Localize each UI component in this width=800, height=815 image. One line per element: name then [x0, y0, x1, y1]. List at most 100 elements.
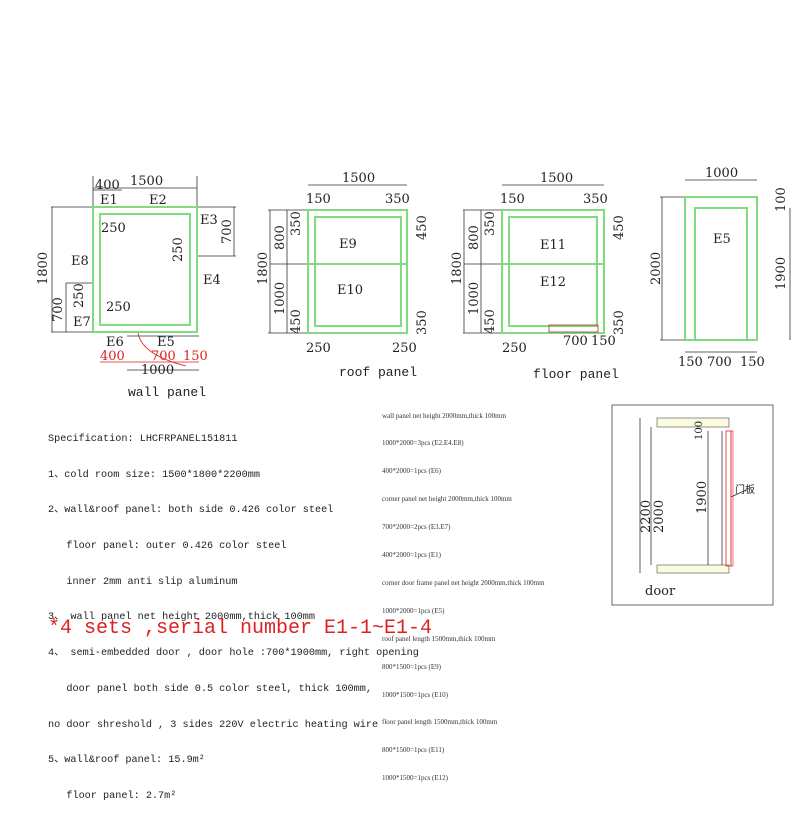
spec-line: 4、 semi-embedded door , door hole :700*1… — [48, 648, 419, 660]
door-leaf — [725, 430, 732, 567]
panel-list-line: roof panel length 1500mm,thick 100mm — [382, 634, 496, 643]
panel-list-line: wall panel net height 2000mm,thick 100mm — [382, 411, 507, 420]
roof-dim-bottom-right: 250 — [392, 341, 417, 356]
door-dim-total: 2200 — [639, 500, 654, 533]
roof-dim-left: 150 — [306, 192, 331, 207]
e5-dim-left: 150 — [678, 355, 703, 370]
panel-list-line: 800*1500=1pcs (E11) — [382, 746, 445, 755]
spec-line: no door shreshold , 3 sides 220V electri… — [48, 719, 379, 731]
floor-panel-caption: floor panel — [533, 367, 619, 382]
label-e4: E4 — [203, 273, 221, 288]
floor-dim-right-top: 450 — [612, 215, 627, 240]
door-dim-top: 100 — [694, 421, 705, 440]
floor-dim-top: 800 — [467, 225, 482, 250]
label-e9: E9 — [339, 237, 357, 252]
label-e3: E3 — [200, 213, 218, 228]
spec-line: door panel both side 0.5 color steel, th… — [48, 683, 373, 695]
floor-dim-right: 350 — [583, 192, 608, 207]
spec-line: floor panel: 2.7m² — [48, 791, 177, 802]
dim-door-left: 400 — [100, 349, 125, 364]
floor-door-hatch — [548, 324, 599, 333]
spec-line: 3、 wall panel net height 2000mm,thick 10… — [48, 612, 315, 624]
spec-line: inner 2mm anti slip aluminum — [48, 576, 238, 588]
dim-e1: 400 — [95, 178, 120, 193]
label-e12: E12 — [540, 275, 566, 290]
panel-list-line: 700*2000=2pcs (E3.E7) — [382, 523, 451, 532]
e5-dim-height: 2000 — [649, 252, 664, 285]
panel-list-line: 1000*1500=1pcs (E10) — [382, 690, 448, 699]
panel-list-line: 1000*2000=3pcs (E2.E4.E8) — [382, 439, 464, 448]
panel-list-line: 1000*1500=1pcs (E12) — [382, 774, 448, 783]
panel-list-line: 400*2000=1pcs (E6) — [382, 467, 441, 476]
specification-notes: Specification: LHCFRPANEL151811 1、cold r… — [48, 410, 419, 815]
panel-list-line: 400*2000=1pcs (E1) — [382, 551, 441, 560]
label-e11: E11 — [540, 238, 566, 253]
door-section: 2200 2000 1900 100 门板 door — [611, 404, 774, 606]
dim-gap-top: 250 — [101, 221, 126, 236]
e5-dim-top: 100 — [774, 187, 789, 212]
label-e1: E1 — [100, 193, 118, 208]
dim-door-right: 150 — [183, 349, 208, 364]
panel-list-line: 800*1500=1pcs (E9) — [382, 662, 441, 671]
door-panel-label: 门板 — [735, 483, 755, 496]
roof-dim-left-bottom: 450 — [289, 309, 304, 334]
panel-list-line: corner panel net height 2000mm,thick 100… — [382, 495, 512, 504]
label-e2: E2 — [149, 193, 167, 208]
label-e5-panel: E5 — [713, 232, 731, 247]
floor-dim-door-right: 150 — [591, 334, 616, 349]
floor-dim-bottom-left: 250 — [502, 341, 527, 356]
roof-dim-right-top: 450 — [415, 215, 430, 240]
door-dim-net: 2000 — [652, 500, 667, 533]
label-e7: E7 — [73, 315, 91, 330]
door-frame-panel: 1000 E5 2000 100 1900 150 700 150 — [649, 166, 791, 370]
dim-width: 1500 — [130, 174, 163, 189]
dim-gap-left: 250 — [72, 283, 87, 308]
roof-dim-top: 800 — [273, 225, 288, 250]
label-e5: E5 — [157, 335, 175, 350]
floor-dim-door: 700 — [563, 334, 588, 349]
label-e6: E6 — [106, 335, 124, 350]
spec-line: 5、wall&roof panel: 15.9m² — [48, 755, 205, 767]
dim-door-total: 1000 — [141, 363, 174, 378]
dim-e3: 700 — [220, 219, 235, 244]
floor-panel-plan: 1500 150 350 E11 E12 1800 800 1000 350 4… — [450, 171, 627, 382]
dim-door-hole: 700 — [151, 349, 176, 364]
spec-line: Specification: LHCFRPANEL151811 — [48, 433, 238, 445]
spec-line: floor panel: outer 0.426 color steel — [48, 540, 287, 552]
spec-line: 2、wall&roof panel: both side 0.426 color… — [48, 505, 334, 517]
door-caption: door — [645, 584, 676, 599]
wall-panel-caption: wall panel — [128, 385, 206, 400]
spec-line: 1、cold room size: 1500*1800*2200mm — [48, 469, 260, 481]
e5-dim-inner: 1900 — [774, 257, 789, 290]
wall-inner-outline — [99, 213, 191, 326]
e5-dim-width: 1000 — [705, 166, 738, 181]
sets-note: *4 sets ,serial number E1-1~E1-4 — [48, 617, 433, 640]
roof-dim-left-top: 350 — [289, 211, 304, 236]
roof-dim-right-bottom: 350 — [415, 310, 430, 335]
label-e10: E10 — [337, 283, 363, 298]
dim-gap-bottom: 250 — [106, 300, 131, 315]
floor-dim-left: 150 — [500, 192, 525, 207]
dim-height: 1800 — [36, 252, 51, 285]
roof-dim-height: 1800 — [256, 252, 271, 285]
panel-list-line: floor panel length 1500mm,thick 100mm — [382, 718, 498, 727]
e5-dim-door: 700 — [707, 355, 732, 370]
panel-list-line: corner door frame panel net height 2000m… — [382, 578, 545, 587]
e5-dim-right: 150 — [740, 355, 765, 370]
dim-e7: 700 — [51, 297, 66, 322]
roof-panel-caption: roof panel — [339, 365, 417, 380]
label-e8: E8 — [71, 254, 89, 269]
door-dim-hole: 1900 — [695, 481, 710, 514]
floor-dim-bottom: 1000 — [467, 282, 482, 315]
floor-dim-right-bottom: 350 — [612, 310, 627, 335]
floor-dim-left-top: 350 — [483, 211, 498, 236]
floor-dim-left-bottom: 450 — [483, 309, 498, 334]
roof-dim-bottom-left: 250 — [306, 341, 331, 356]
floor-dim-height: 1800 — [450, 252, 465, 285]
roof-dim-right: 350 — [385, 192, 410, 207]
roof-dim-width: 1500 — [342, 171, 375, 186]
panel-list-line: 1000*2000=1pcs (E5) — [382, 606, 445, 615]
roof-dim-bottom: 1000 — [273, 282, 288, 315]
dim-gap-right: 250 — [171, 237, 186, 262]
